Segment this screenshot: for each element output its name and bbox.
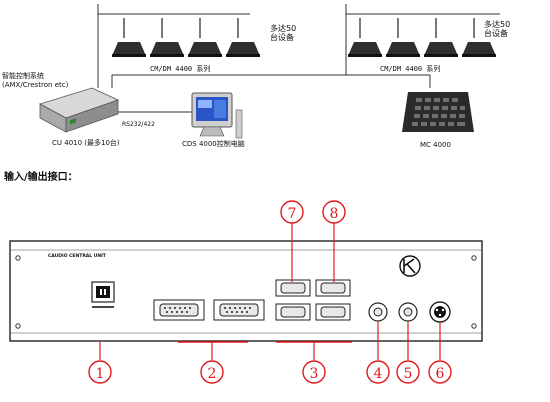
callout-4: 4 [374, 366, 383, 382]
mic-unit [424, 18, 458, 57]
mic-unit [386, 18, 420, 57]
callout-circle-6 [428, 360, 452, 384]
serial-connectors [275, 279, 351, 321]
callout-circle-3 [302, 360, 326, 384]
cu-unit [38, 87, 120, 133]
mc-unit [402, 92, 474, 132]
power-inlet [91, 281, 115, 308]
callout-7: 7 [288, 206, 297, 222]
db-connectors-left [153, 299, 265, 321]
callout-circle-2 [200, 360, 224, 384]
rs-port-label: RS232/422 [122, 121, 155, 128]
callout-6: 6 [436, 366, 445, 382]
mic-unit [188, 18, 222, 57]
callouts: 7 8 1 2 3 4 5 6 [88, 200, 452, 384]
callout-8: 8 [330, 206, 339, 222]
panel-brand: CAUDIO CENTRAL UNIT [48, 253, 107, 259]
mic-unit [348, 18, 382, 57]
conference-units-right [348, 18, 496, 57]
control-system-overlay: 智能控制系统 (AMX/Crestron etc) [2, 72, 69, 90]
brand-logo [399, 255, 421, 277]
conference-units-left [112, 18, 260, 57]
callout-circle-5 [396, 360, 420, 384]
mic-unit [112, 18, 146, 57]
mic-unit [150, 18, 184, 57]
rear-panel: CAUDIO CENTRAL UNIT [9, 240, 483, 342]
section-title: 输入/输出接口： [4, 170, 78, 183]
more-devices-left-label: 多达50 台设备 [270, 24, 297, 42]
callout-1: 1 [96, 366, 105, 382]
series-right-label: CM/DM 4400 系列 [380, 64, 440, 73]
xlr-connectors [368, 301, 451, 323]
cu-unit-label: CU 4010 (最多10台) [52, 138, 120, 147]
series-left-label: CM/DM 4400 系列 [150, 64, 210, 73]
callout-circle-4 [366, 360, 390, 384]
callout-3: 3 [310, 366, 319, 382]
callout-circle-1 [88, 360, 112, 384]
mic-unit [226, 18, 260, 57]
more-devices-right-label: 多达50 台设备 [484, 20, 511, 38]
callout-2: 2 [208, 366, 217, 382]
pc-monitor [191, 92, 243, 139]
bus-lines [97, 4, 500, 113]
mc-label: MC 4000 [420, 141, 451, 149]
callout-5: 5 [404, 366, 413, 382]
mic-unit [462, 18, 496, 57]
pc-label: CDS 4000控制电脑 [182, 139, 245, 148]
